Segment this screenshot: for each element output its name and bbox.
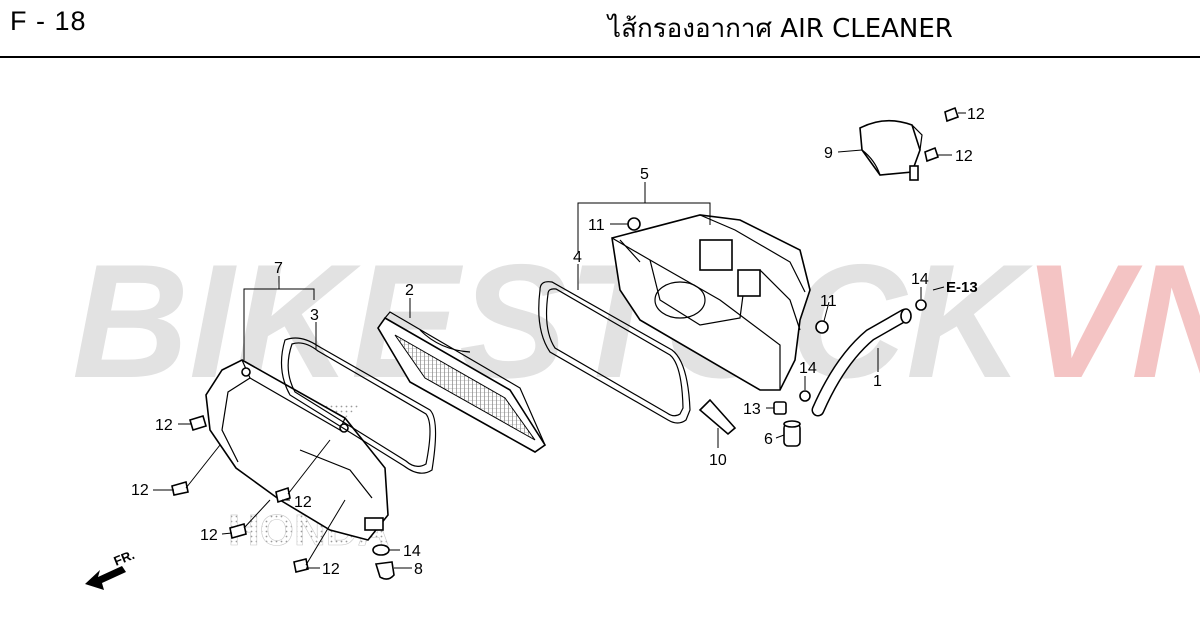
bolts-11	[627, 217, 829, 334]
part-14-clips	[372, 299, 927, 556]
part-case-gasket	[538, 281, 691, 424]
callout-12-left-middle: 12	[131, 482, 149, 499]
callout-12-left-lower: 12	[200, 527, 218, 544]
callout-14-right: 14	[911, 271, 929, 288]
part-intake-duct-cap	[859, 119, 923, 181]
callout-12-snorkel-top: 12	[967, 106, 985, 123]
callout-7: 7	[274, 260, 283, 277]
front-label: FR.	[112, 547, 137, 569]
part-clip	[698, 398, 737, 436]
callout-12-snorkel-bottom: 12	[955, 148, 973, 165]
part-air-cleaner-cover	[205, 359, 389, 541]
callout-9: 9	[824, 145, 833, 162]
callout-8: 8	[414, 561, 423, 578]
callout-3: 3	[310, 307, 319, 324]
callout-11-right: 11	[820, 293, 837, 310]
callout-6: 6	[764, 431, 773, 448]
part-drain-plug	[783, 420, 801, 447]
callout-2: 2	[405, 282, 414, 299]
callout-10: 10	[709, 452, 727, 469]
reference-e13-link[interactable]: E-13	[946, 279, 978, 296]
leader-lines	[153, 112, 966, 569]
callout-4: 4	[573, 249, 582, 266]
callout-14-middle: 14	[799, 360, 817, 377]
callout-13: 13	[743, 401, 761, 418]
callout-1: 1	[873, 373, 882, 390]
watermark-text-grey: BIKESTOCKVN	[72, 231, 1200, 412]
callout-12-bottom: 12	[322, 561, 340, 578]
section-title: ไส้กรองอากาศ AIR CLEANER	[608, 14, 953, 44]
part-air-cleaner-case	[611, 214, 811, 391]
front-direction-indicator: FR.	[85, 547, 137, 590]
callout-14-bottom: 14	[403, 543, 421, 560]
page-code: F - 18	[10, 6, 87, 36]
callout-12-left-upper: 12	[155, 417, 173, 434]
front-arrow-icon	[85, 566, 126, 590]
part-cover-seal	[280, 337, 437, 474]
callout-5: 5	[640, 166, 649, 183]
part-drain-cap	[374, 561, 395, 580]
page-header: F - 18 ไส้กรองอากาศ AIR CLEANER	[0, 0, 1200, 58]
callout-12-center: 12	[294, 494, 312, 511]
screws-12	[171, 106, 960, 573]
part-13-nut	[773, 401, 787, 415]
watermark: BIKESTOCKVN	[72, 231, 1200, 412]
callout-numbers: 1 2 3 4 5 6 7 8 9 10 11 11 12 12 12 12 1…	[131, 106, 985, 578]
part-case-gasket-inner	[545, 288, 684, 417]
part-drain-tube	[811, 308, 912, 417]
part-cover-seal-inner	[287, 342, 431, 467]
callout-11-top: 11	[588, 217, 605, 234]
part-air-filter-element	[377, 311, 547, 453]
